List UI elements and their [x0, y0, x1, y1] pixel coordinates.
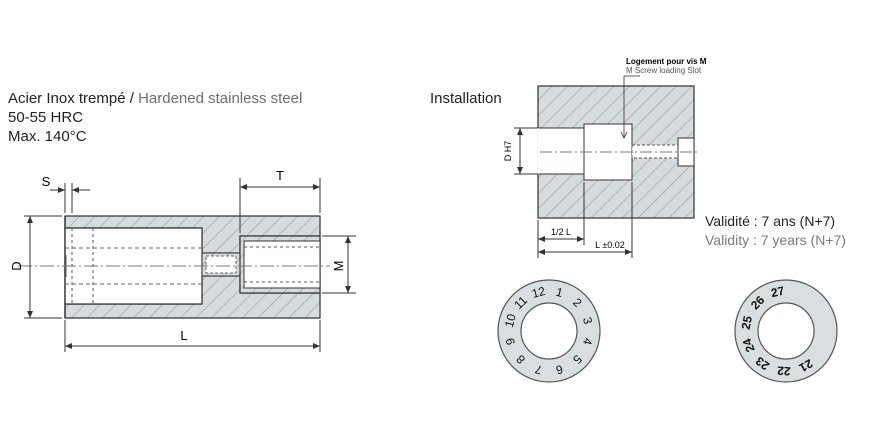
month-ring-number: 12 [530, 284, 547, 301]
dim-t-label: T [276, 168, 284, 183]
month-ring-number: 10 [502, 312, 519, 329]
material-fr: Acier Inox trempé / [8, 90, 134, 107]
dim-s: S [42, 174, 90, 213]
dim-l-label: L [180, 328, 187, 343]
month-ring-number: 6 [554, 362, 564, 377]
dim-d: D [9, 215, 62, 319]
dh7-label: D H7 [503, 141, 513, 162]
dim-d-label: D [9, 261, 24, 270]
l-tol-label: L ±0.02 [595, 240, 625, 250]
hardness-label: 50-55 HRC [8, 109, 84, 126]
dim-t: T [239, 168, 321, 233]
validity-fr: Validité : 7 ans (N+7) [705, 213, 836, 229]
month-ring-number: 1 [554, 285, 564, 300]
slot-label-en: M Screw loading Slot [626, 66, 702, 75]
month-ring-number: 7 [533, 362, 543, 377]
year-ring-number: 24 [740, 336, 758, 354]
year-ring-number: 27 [770, 284, 786, 301]
year-ring-number: 22 [777, 364, 791, 379]
material-en: Hardened stainless steel [138, 90, 303, 107]
month-ring-number: 3 [580, 316, 595, 326]
month-ring-number: 4 [580, 336, 595, 346]
validity-block: Validité : 7 ans (N+7) Validity : 7 year… [705, 212, 846, 250]
material-spec-line: Acier Inox trempé / Hardened stainless s… [8, 89, 302, 108]
installation-diagram: D H7 Logement pour vis M M Screw loading… [503, 57, 707, 258]
max-temp-label: Max. 140°C [8, 128, 87, 145]
installation-title: Installation [430, 90, 502, 107]
dim-m-label: M [331, 261, 346, 272]
dim-l: L [64, 320, 321, 352]
half-l-label: 1/2 L [551, 227, 571, 237]
month-ring-number: 9 [503, 336, 518, 346]
year-ring-number: 25 [739, 314, 756, 330]
year-ring-number: 21 [796, 356, 815, 375]
dim-m: M [322, 235, 356, 294]
dim-s-label: S [42, 174, 51, 189]
validity-en: Validity : 7 years (N+7) [705, 232, 846, 248]
slot-label-fr: Logement pour vis M [626, 57, 707, 66]
part-section-view [18, 215, 330, 319]
